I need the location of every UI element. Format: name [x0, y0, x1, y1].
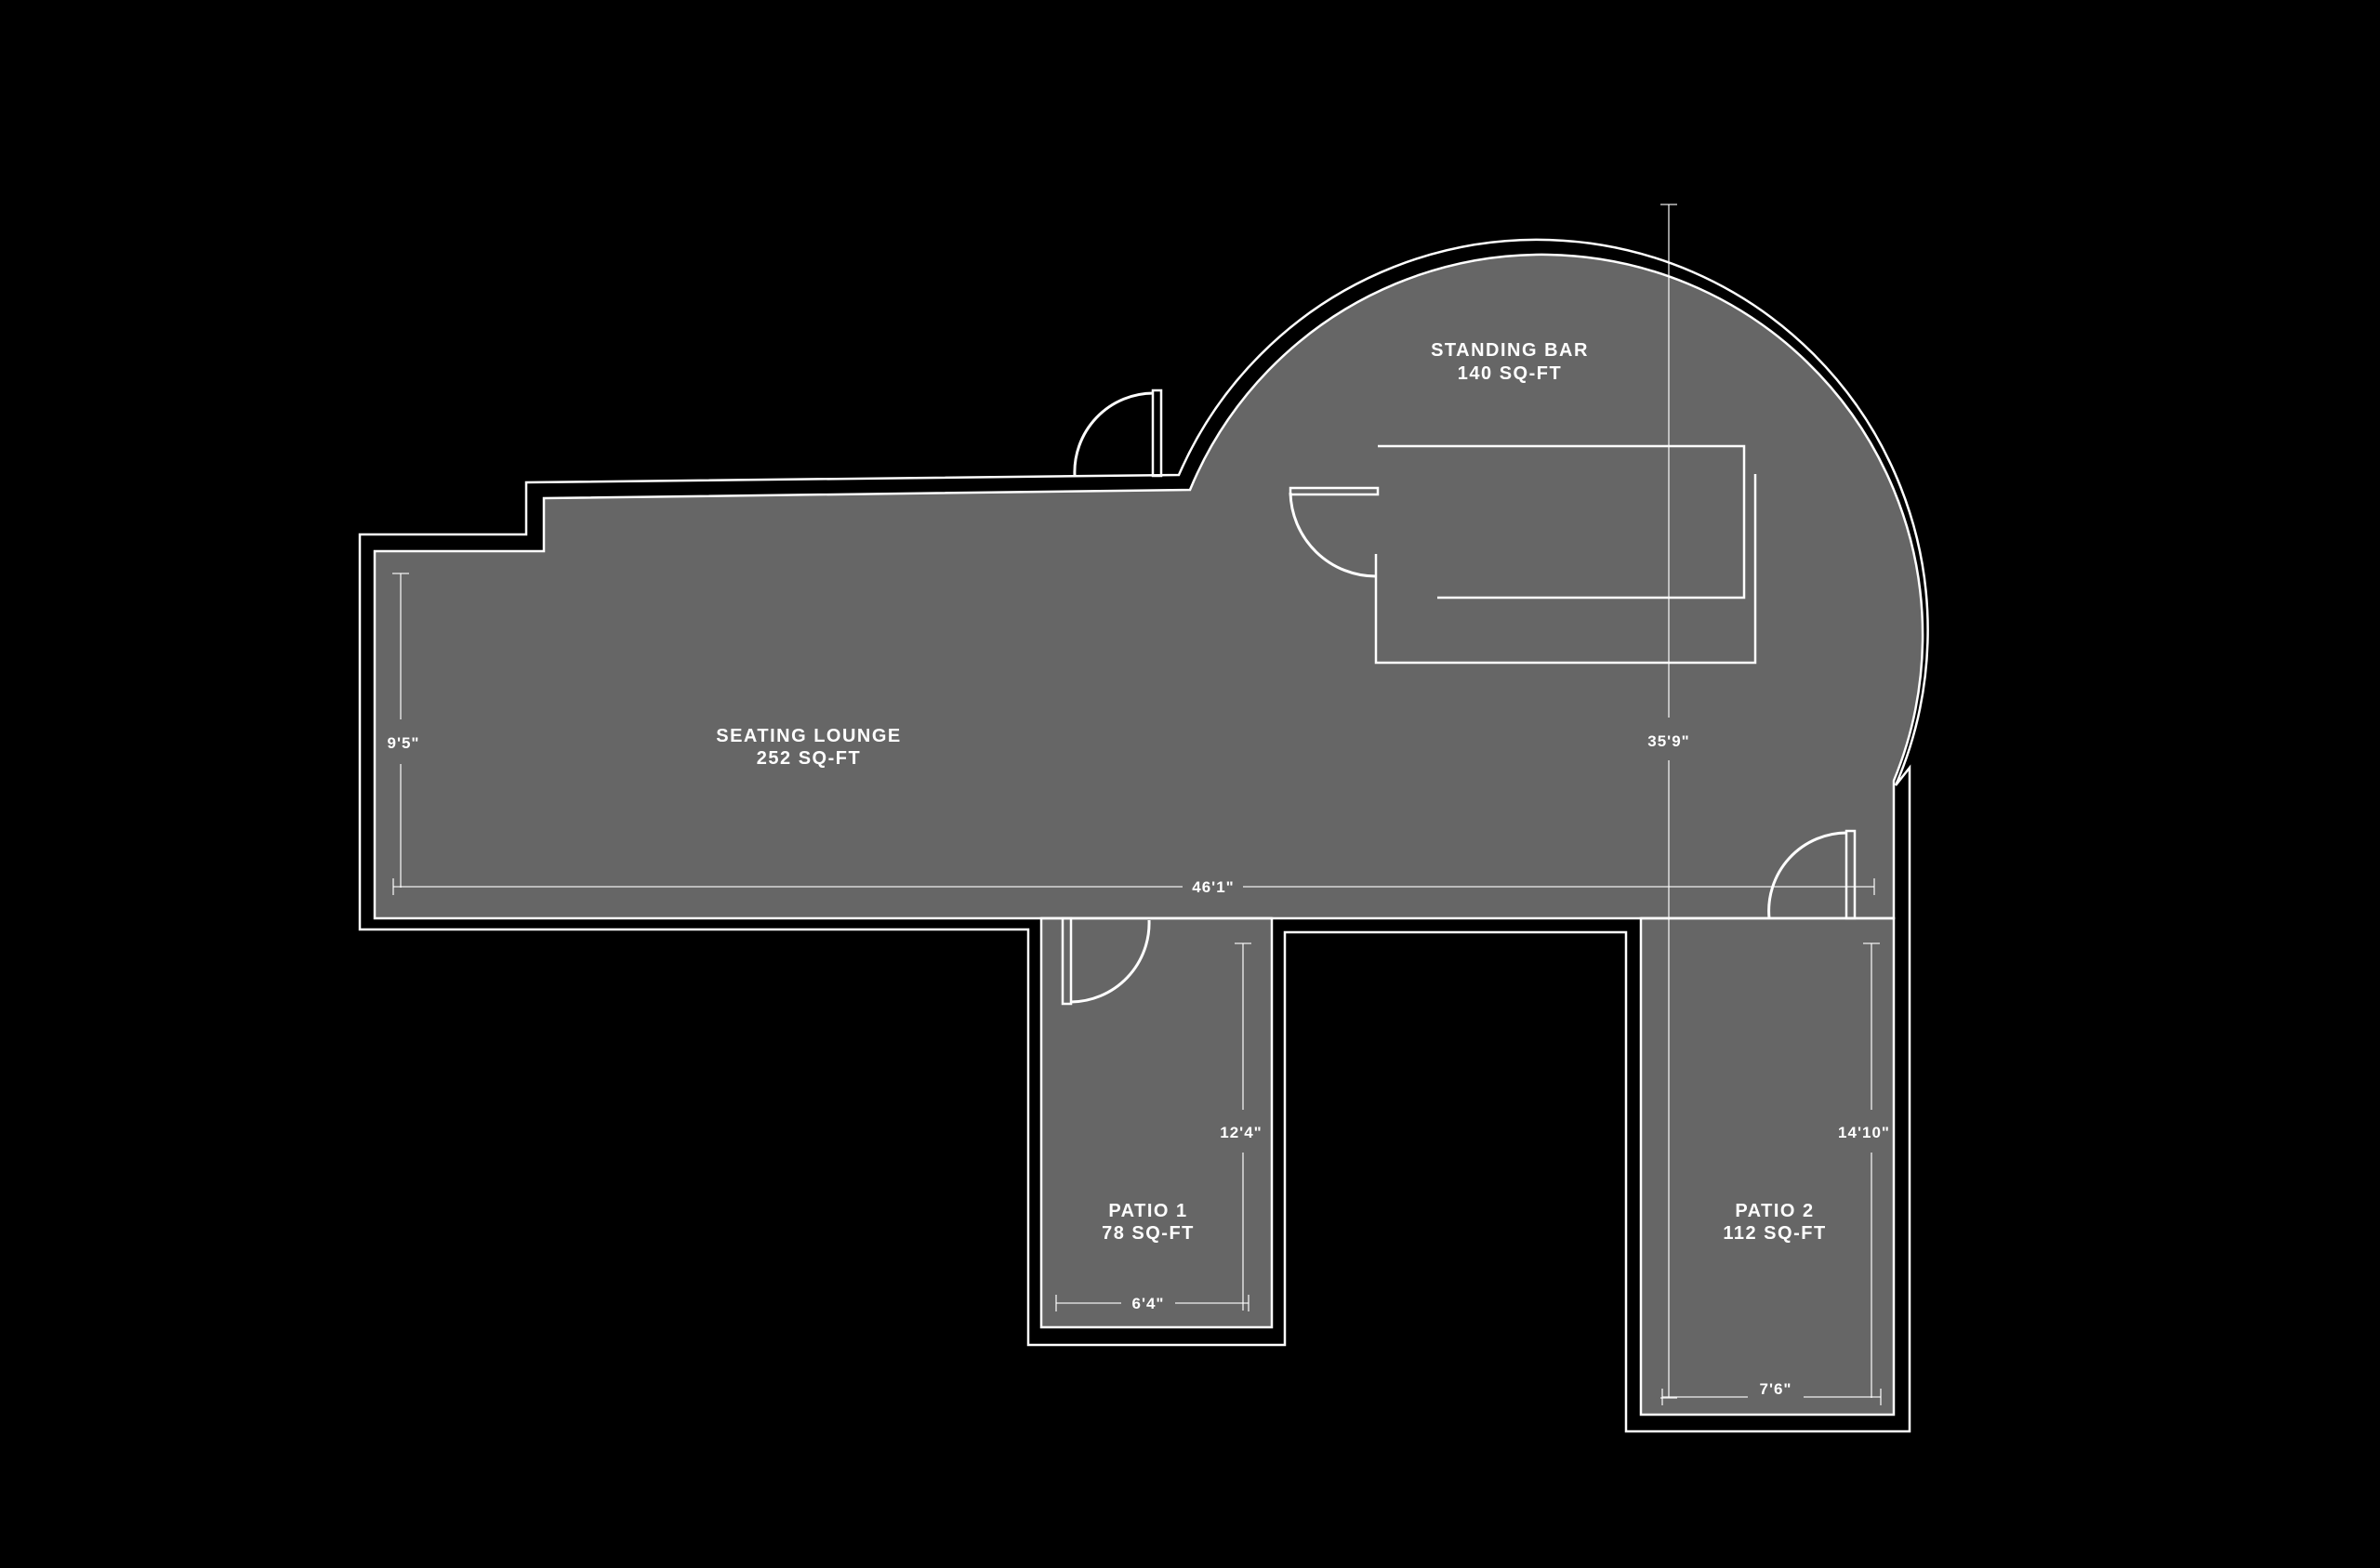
dim-label-patio1-width: 6'4"	[1131, 1295, 1164, 1312]
dim-label-lounge-height: 9'5"	[387, 734, 419, 752]
door-bar-counter	[1289, 492, 1377, 578]
room-name-standing-bar: STANDING BAR	[1431, 340, 1589, 361]
dim-patio1-height: 12'4"	[1220, 942, 1262, 1311]
door-patio-1	[1061, 916, 1151, 1006]
room-name-patio-1: PATIO 1	[1108, 1201, 1187, 1221]
dim-patio2-width: 7'6"	[1661, 1380, 1882, 1405]
room-area-seating-lounge: 252 SQ-FT	[757, 748, 861, 769]
bar-counter	[1289, 444, 1757, 665]
room-area-patio-1: 78 SQ-FT	[1102, 1223, 1195, 1244]
dim-label-patio1-height: 12'4"	[1220, 1124, 1262, 1141]
dim-lounge-height: 9'5"	[387, 573, 419, 888]
patio-2-floor	[1639, 916, 1896, 1416]
dim-patio1-width: 6'4"	[1055, 1295, 1250, 1312]
dim-overall-width: 46'1"	[392, 878, 1875, 896]
room-name-patio-2: PATIO 2	[1735, 1201, 1814, 1221]
main-floor	[373, 253, 1924, 920]
dim-label-bar-height: 35'9"	[1647, 732, 1689, 750]
dim-bar-height: 35'9"	[1647, 204, 1689, 1399]
room-area-patio-2: 112 SQ-FT	[1723, 1223, 1826, 1244]
door-patio-2	[1767, 829, 1857, 920]
room-name-seating-lounge: SEATING LOUNGE	[716, 726, 902, 746]
dim-patio2-height: 14'10"	[1838, 942, 1890, 1398]
patio-1-floor	[1039, 916, 1274, 1329]
dim-label-overall-width: 46'1"	[1192, 878, 1234, 896]
door-north	[1073, 389, 1163, 478]
outer-wall	[358, 238, 1929, 1433]
room-area-standing-bar: 140 SQ-FT	[1458, 363, 1562, 384]
dim-label-patio2-width: 7'6"	[1759, 1380, 1792, 1398]
dim-label-patio2-height: 14'10"	[1838, 1124, 1890, 1141]
